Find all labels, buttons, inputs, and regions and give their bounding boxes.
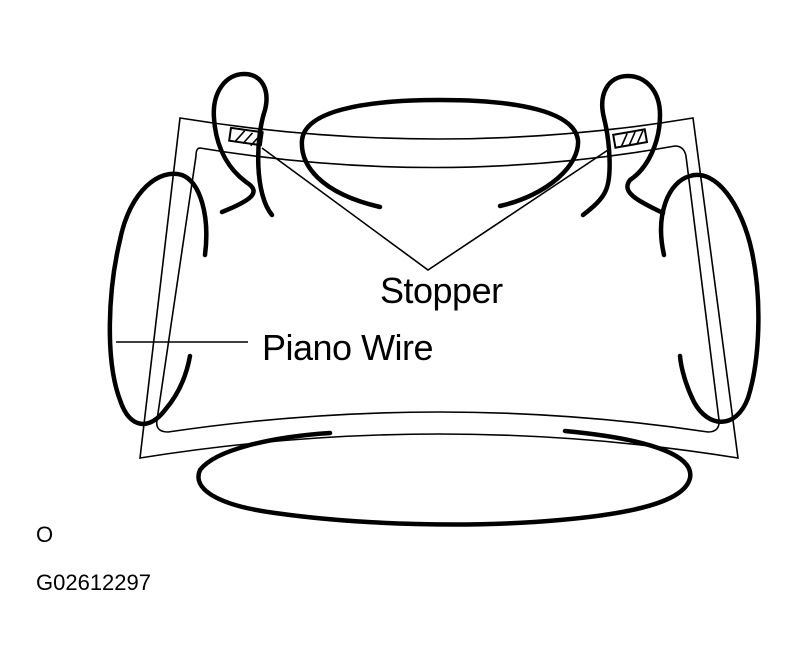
stopper-leader-lines	[261, 147, 609, 271]
piano-wire-label: Piano Wire	[262, 327, 434, 368]
windshield-inner-edge	[155, 145, 720, 433]
piano-wire-loop-top-right	[580, 73, 666, 218]
piano-wire-loop-top-left	[211, 71, 275, 218]
stopper-left	[228, 126, 264, 147]
figure-code: G02612297	[36, 570, 151, 595]
piano-wire-loop-top-center	[299, 97, 581, 210]
stopper-label: Stopper	[380, 270, 503, 311]
piano-wire-loop-left	[107, 171, 209, 427]
view-mark: O	[36, 522, 54, 547]
piano-wire-loop-right	[658, 172, 761, 424]
stopper-right	[612, 128, 649, 149]
windshield-outer-edge	[139, 117, 739, 459]
piano-wire-loop-bottom	[196, 428, 693, 527]
